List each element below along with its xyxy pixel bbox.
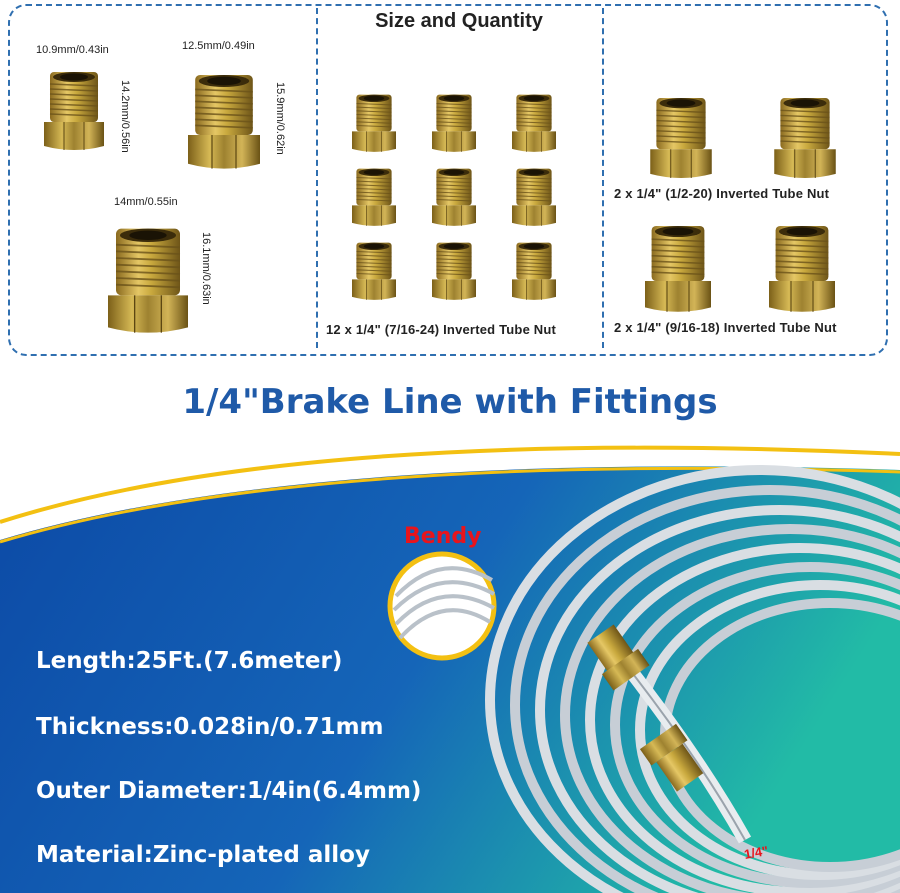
panel-divider-right — [602, 8, 604, 348]
fitting-image — [512, 94, 556, 153]
dimension-width-label: 12.5mm/0.49in — [182, 40, 255, 52]
right-caption-1: 2 x 1/4" (1/2-20) Inverted Tube Nut — [614, 186, 830, 201]
fitting-image — [512, 168, 556, 227]
fitting-image — [352, 242, 396, 301]
fitting-image — [512, 242, 556, 301]
fitting-image — [432, 94, 476, 153]
dimension-width-label: 14mm/0.55in — [114, 196, 178, 208]
dimension-height-label: 16.1mm/0.63in — [200, 232, 212, 305]
size-quantity-panel — [8, 4, 888, 356]
fitting-image — [774, 98, 836, 179]
fitting-image — [352, 168, 396, 227]
fitting-image — [644, 226, 712, 313]
fitting-image — [650, 98, 712, 179]
fitting-large-image — [108, 227, 188, 334]
bendy-inset — [387, 551, 497, 661]
fitting-medium-image — [188, 74, 260, 170]
right-caption-2: 2 x 1/4" (9/16-18) Inverted Tube Nut — [614, 320, 837, 335]
panel-title: Size and Quantity — [375, 10, 543, 32]
spec-length: Length:25Ft.(7.6meter) — [36, 648, 343, 674]
panel-divider-left — [316, 8, 318, 348]
product-banner — [0, 445, 900, 893]
dimension-height-label: 15.9mm/0.62in — [274, 82, 286, 155]
fitting-image — [352, 94, 396, 153]
spec-thickness: Thickness:0.028in/0.71mm — [36, 714, 384, 740]
dimension-width-label: 10.9mm/0.43in — [36, 44, 109, 56]
spec-outer-diameter: Outer Diameter:1/4in(6.4mm) — [36, 778, 422, 804]
dimension-height-label: 14.2mm/0.56in — [119, 80, 131, 153]
fitting-small-image — [44, 71, 104, 151]
bendy-label: Bendy — [404, 524, 482, 549]
spec-material: Material:Zinc-plated alloy — [36, 842, 370, 868]
fitting-image — [432, 242, 476, 301]
coiled-brake-line — [485, 465, 900, 893]
middle-caption: 12 x 1/4" (7/16-24) Inverted Tube Nut — [326, 322, 557, 337]
headline: 1/4"Brake Line with Fittings — [182, 382, 718, 422]
fitting-image — [768, 226, 836, 313]
fitting-image — [432, 168, 476, 227]
